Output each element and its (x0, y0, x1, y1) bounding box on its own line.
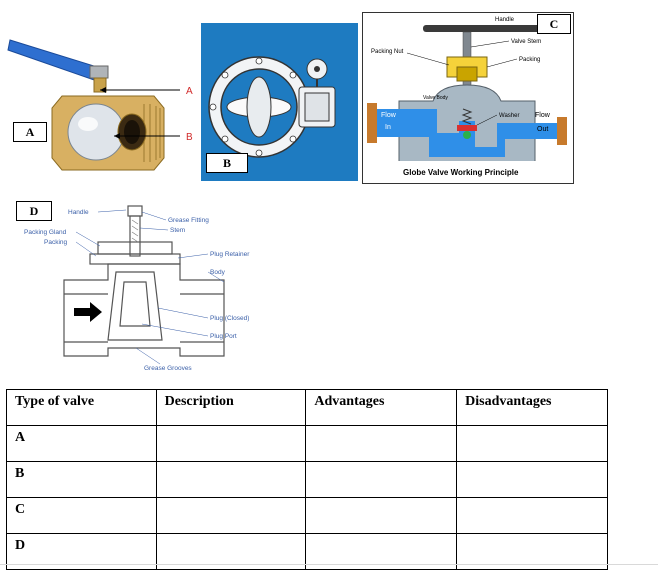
row-b-advantages[interactable] (305, 461, 458, 498)
row-a-advantages[interactable] (305, 425, 458, 462)
row-a-disadvantages[interactable] (456, 425, 608, 462)
plug-valve-drawing: Handle Grease Fitting Stem Packing Gland… (24, 205, 250, 372)
flow-out-label-2: Out (537, 126, 548, 133)
panel-a-tag: A (13, 122, 47, 142)
packing-nut-label: Packing Nut (371, 49, 404, 55)
panel-d-tag: D (16, 201, 52, 221)
header-description: Description (155, 389, 307, 426)
table-row: D (6, 533, 608, 570)
flow-in-label-1: Flow (381, 112, 397, 119)
row-a-description[interactable] (155, 425, 307, 462)
valve-body-label: Valve Body (423, 95, 448, 101)
page-bottom-rule (0, 564, 658, 565)
globe-valve-diagram: Handle Packing Nut Valve Stem Packing Va… (362, 12, 574, 184)
callout-b-label: B (186, 132, 193, 143)
row-d-type: D (6, 533, 157, 570)
table-row: A (6, 425, 608, 462)
plug-retainer-label: Plug Retainer (210, 251, 250, 258)
row-b-type: B (6, 461, 157, 498)
header-advantages: Advantages (305, 389, 458, 426)
stem-label: Stem (170, 227, 185, 234)
row-d-disadvantages[interactable] (456, 533, 608, 570)
butterfly-valve-drawing (208, 56, 336, 158)
header-disadvantages: Disadvantages (456, 389, 608, 426)
plug-port-label: Plug Port (210, 333, 237, 340)
row-b-description[interactable] (155, 461, 307, 498)
table-row: C (6, 497, 608, 534)
body-label: Body (210, 269, 226, 276)
valve-stem-label: Valve Stem (511, 39, 541, 45)
globe-valve-drawing: Handle Packing Nut Valve Stem Packing Va… (363, 17, 573, 183)
header-type-of-valve: Type of valve (6, 389, 157, 426)
row-c-advantages[interactable] (305, 497, 458, 534)
globe-valve-title: Globe Valve Working Principle (403, 168, 519, 177)
grease-fitting-label: Grease Fitting (168, 217, 209, 224)
valve-comparison-table: Type of valve Description Advantages Dis… (6, 389, 608, 570)
row-a-type: A (6, 425, 157, 462)
row-b-disadvantages[interactable] (456, 461, 608, 498)
row-c-disadvantages[interactable] (456, 497, 608, 534)
flow-in-label-2: In (385, 124, 391, 131)
row-d-advantages[interactable] (305, 533, 458, 570)
packing-label: Packing (519, 57, 540, 63)
table-row: B (6, 461, 608, 498)
plug-closed-label: Plug (Closed) (210, 315, 249, 322)
flow-out-label-1: Flow (535, 112, 551, 119)
ball-valve-illustration: A B (4, 26, 204, 186)
plug-valve-diagram: Handle Grease Fitting Stem Packing Gland… (20, 198, 280, 376)
callout-a-label: A (186, 86, 193, 97)
washer-label: Washer (499, 113, 519, 119)
panel-b-tag: B (206, 153, 248, 173)
plug-packing-label: Packing (44, 239, 68, 246)
row-c-type: C (6, 497, 157, 534)
row-c-description[interactable] (155, 497, 307, 534)
panel-c-tag: C (537, 14, 571, 34)
ball-valve-drawing: A B (7, 39, 193, 171)
grease-grooves-label: Grease Grooves (144, 365, 192, 372)
table-header-row: Type of valve Description Advantages Dis… (6, 389, 608, 426)
globe-handle-label: Handle (495, 17, 515, 23)
plug-handle-label: Handle (68, 209, 89, 216)
packing-gland-label: Packing Gland (24, 229, 67, 236)
